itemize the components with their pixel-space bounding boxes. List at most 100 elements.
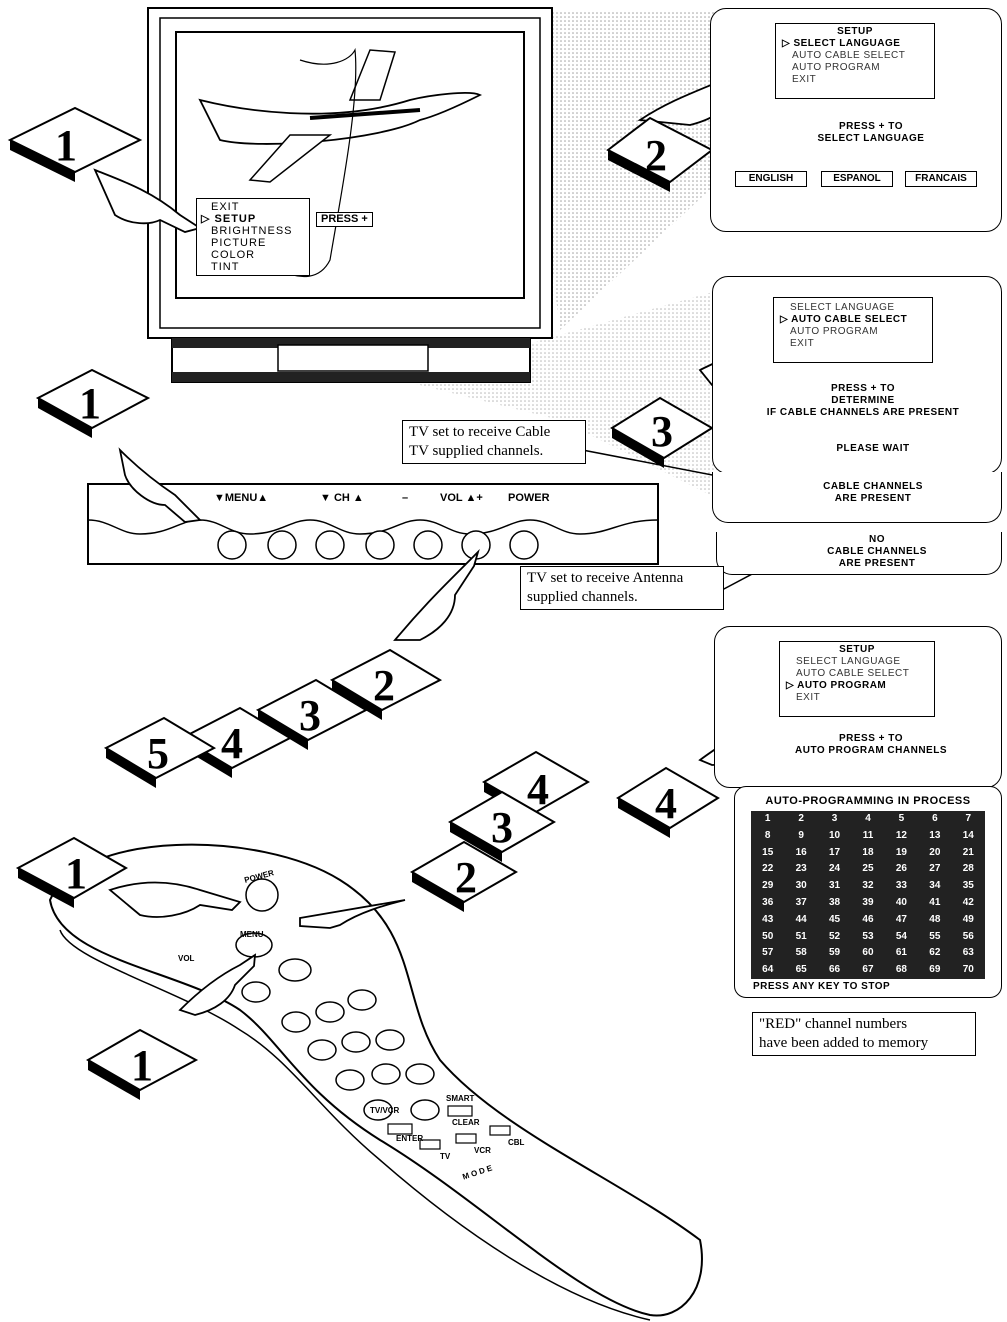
language-menu-item-select-language[interactable]: ▷ SELECT LANGUAGE bbox=[782, 38, 901, 49]
channel-number: 67 bbox=[862, 964, 874, 976]
front-panel-vol-text: VOL bbox=[440, 492, 463, 504]
channel-number: 21 bbox=[962, 846, 974, 858]
tv-press-plus-label: PRESS + bbox=[316, 212, 373, 227]
cable-menu-item-auto-cable[interactable]: ▷ AUTO CABLE SELECT bbox=[780, 314, 908, 325]
tv-menu-item-exit[interactable]: EXIT bbox=[211, 201, 240, 213]
channel-number: 44 bbox=[795, 913, 807, 925]
channel-number: 52 bbox=[829, 930, 841, 942]
channel-number: 70 bbox=[962, 964, 974, 976]
channel-number: 38 bbox=[829, 896, 841, 908]
channel-number: 60 bbox=[862, 947, 874, 959]
language-menu-item-auto-program[interactable]: AUTO PROGRAM bbox=[792, 62, 881, 73]
channel-number: 30 bbox=[795, 880, 807, 892]
channel-number: 35 bbox=[962, 880, 974, 892]
cable-menu-item-exit[interactable]: EXIT bbox=[790, 338, 815, 349]
beam-shade-top bbox=[520, 10, 720, 330]
program-menu-item-exit[interactable]: EXIT bbox=[796, 692, 821, 703]
cable-menu-item-label: AUTO CABLE SELECT bbox=[791, 314, 908, 325]
program-menu-item-auto-program[interactable]: ▷ AUTO PROGRAM bbox=[786, 680, 887, 691]
language-menu-item-exit[interactable]: EXIT bbox=[792, 74, 817, 85]
cable-menu-item-select-language[interactable]: SELECT LANGUAGE bbox=[790, 302, 895, 313]
tv-menu-item-setup-label: SETUP bbox=[214, 213, 257, 225]
espanol-button[interactable]: ESPANOL bbox=[821, 171, 893, 187]
channel-number: 39 bbox=[862, 896, 874, 908]
step-panel-plus-2: 2 bbox=[373, 661, 395, 710]
front-panel-vol-label: VOL ▲+ bbox=[440, 492, 483, 504]
no-cable-line3: ARE PRESENT bbox=[838, 558, 916, 569]
channel-number: 69 bbox=[929, 964, 941, 976]
tv-menu-item-picture[interactable]: PICTURE bbox=[211, 237, 267, 249]
channel-number: 37 bbox=[795, 896, 807, 908]
cable-present-text: CABLE CHANNELS ARE PRESENT bbox=[753, 481, 993, 505]
program-menu-item-label: AUTO PROGRAM bbox=[797, 680, 887, 691]
program-menu-title: SETUP bbox=[839, 644, 875, 655]
remote-menu-label: MENU bbox=[240, 930, 264, 939]
channel-number: 31 bbox=[829, 880, 841, 892]
callout-red-channels: "RED" channel numbers have been added to… bbox=[752, 1012, 976, 1056]
channel-number: 10 bbox=[829, 829, 841, 841]
cable-instruction-line3: IF CABLE CHANNELS ARE PRESENT bbox=[766, 407, 960, 418]
callout-red-line2: have been added to memory bbox=[759, 1035, 929, 1051]
cable-menu-box: SELECT LANGUAGE ▷ AUTO CABLE SELECT AUTO… bbox=[773, 297, 933, 363]
tv-menu-item-brightness[interactable]: BRIGHTNESS bbox=[211, 225, 293, 237]
channel-number: 9 bbox=[798, 829, 804, 841]
step-remote-menu-bottom: 1 bbox=[131, 1041, 153, 1090]
front-panel-ch-text: CH bbox=[333, 492, 350, 504]
channel-number: 43 bbox=[762, 913, 774, 925]
channel-number: 50 bbox=[762, 930, 774, 942]
tv-menu-item-color[interactable]: COLOR bbox=[211, 249, 256, 261]
channel-number: 2 bbox=[798, 813, 804, 824]
no-cable-text: NO CABLE CHANNELS ARE PRESENT bbox=[757, 534, 997, 570]
remote-tv-label: TV bbox=[440, 1152, 451, 1161]
front-panel-menu-text: MENU bbox=[224, 492, 258, 504]
channel-number: 63 bbox=[962, 947, 974, 959]
channel-number: 28 bbox=[962, 863, 974, 875]
channel-number: 13 bbox=[929, 829, 941, 841]
channel-number: 62 bbox=[929, 947, 941, 959]
tv-menu-item-setup[interactable]: ▷ SETUP bbox=[201, 213, 257, 225]
channel-number: 26 bbox=[895, 863, 907, 875]
step-remote-plus-3: 3 bbox=[491, 803, 513, 852]
callout-cable-line2: TV supplied channels. bbox=[409, 443, 544, 459]
callout-red-line1: "RED" channel numbers bbox=[759, 1016, 908, 1032]
cable-menu-item-auto-program[interactable]: AUTO PROGRAM bbox=[790, 326, 879, 337]
channel-number: 53 bbox=[862, 930, 874, 942]
panel-button-4 bbox=[365, 530, 395, 560]
panel-button-2 bbox=[267, 530, 297, 560]
front-panel-menu-label: ▼MENU▲ bbox=[214, 492, 269, 504]
callout-antenna-line2: supplied channels. bbox=[527, 589, 638, 605]
channel-number: 14 bbox=[962, 829, 974, 841]
step-lang: 2 bbox=[645, 131, 667, 180]
channel-number: 25 bbox=[862, 863, 874, 875]
remote-clear-label: CLEAR bbox=[452, 1118, 480, 1127]
auto-programming-footer: PRESS ANY KEY TO STOP bbox=[753, 981, 891, 992]
program-menu-item-select-language[interactable]: SELECT LANGUAGE bbox=[796, 656, 901, 667]
channel-number: 4 bbox=[865, 813, 871, 824]
language-instruction: PRESS + TO SELECT LANGUAGE bbox=[771, 121, 971, 145]
language-menu-box: SETUP ▷ SELECT LANGUAGE AUTO CABLE SELEC… bbox=[775, 23, 935, 99]
channel-number: 55 bbox=[929, 930, 941, 942]
channel-number: 32 bbox=[862, 880, 874, 892]
cable-instruction: PRESS + TO DETERMINE IF CABLE CHANNELS A… bbox=[733, 383, 993, 419]
step-remote-plus-2: 2 bbox=[455, 853, 477, 902]
remote-cbl-label: CBL bbox=[508, 1138, 525, 1147]
english-button[interactable]: ENGLISH bbox=[735, 171, 807, 187]
program-menu-box: SETUP SELECT LANGUAGE AUTO CABLE SELECT … bbox=[779, 641, 935, 717]
francais-button[interactable]: FRANCAIS bbox=[905, 171, 977, 187]
step-remote-plus-4: 4 bbox=[527, 765, 549, 814]
auto-programming-header: AUTO-PROGRAMMING IN PROCESS bbox=[765, 795, 971, 807]
channel-number: 36 bbox=[762, 896, 774, 908]
tv-menu-item-tint[interactable]: TINT bbox=[211, 261, 240, 273]
channel-number: 40 bbox=[895, 896, 907, 908]
channel-number: 12 bbox=[895, 829, 907, 841]
program-instruction-line1: PRESS + TO bbox=[838, 733, 903, 744]
language-menu-item-auto-cable[interactable]: AUTO CABLE SELECT bbox=[792, 50, 906, 61]
panel-auto-program: SETUP SELECT LANGUAGE AUTO CABLE SELECT … bbox=[714, 626, 1002, 788]
program-instruction-line2: AUTO PROGRAM CHANNELS bbox=[795, 745, 947, 756]
panel-button-5 bbox=[413, 530, 443, 560]
callout-antenna-line1: TV set to receive Antenna bbox=[527, 570, 684, 586]
channel-number: 59 bbox=[829, 947, 841, 959]
channel-number: 24 bbox=[829, 863, 841, 875]
program-menu-item-auto-cable[interactable]: AUTO CABLE SELECT bbox=[796, 668, 910, 679]
